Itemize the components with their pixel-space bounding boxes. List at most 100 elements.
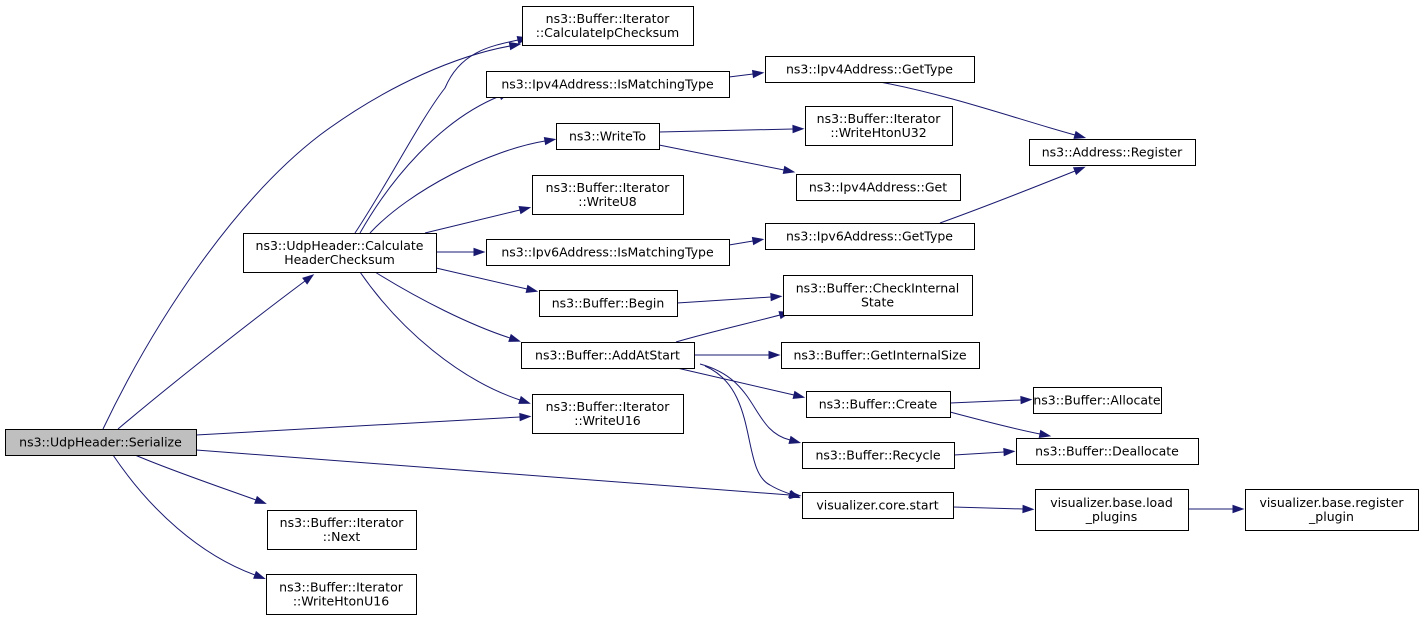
node-label: ns3::Buffer::Allocate: [1033, 393, 1161, 408]
node-box: [532, 175, 684, 215]
edge-create-to-allocate: [949, 395, 1033, 405]
node-write-u16[interactable]: ns3::Buffer::Iterator::WriteU16: [532, 394, 684, 434]
node-write-hton-u32[interactable]: ns3::Buffer::Iterator::WriteHtonU32: [805, 106, 953, 146]
edge-viz-start-to-load-plugins: [952, 504, 1035, 514]
node-label: ::WriteHtonU16: [293, 594, 389, 609]
node-label: ::WriteU8: [578, 194, 637, 209]
node-load-plugins[interactable]: visualizer.base.load_plugins: [1035, 489, 1189, 531]
edge-create-to-deallocate: [949, 411, 1052, 439]
node-box: [1033, 387, 1162, 414]
edge-serialize-to-write-hton-u16: [112, 454, 266, 579]
arrowhead: [770, 292, 783, 302]
node-box: [765, 223, 975, 250]
node-allocate[interactable]: ns3::Buffer::Allocate: [1033, 387, 1162, 414]
arrowhead: [1020, 395, 1033, 405]
node-label: ns3::UdpHeader::Calculate: [256, 238, 424, 253]
edge-calc-header-checksum-to-ipv4-is-matching: [359, 91, 511, 234]
node-write-hton-u16[interactable]: ns3::Buffer::Iterator::WriteHtonU16: [266, 574, 417, 615]
node-box: [802, 492, 954, 519]
edge-line: [354, 39, 519, 234]
edge-serialize-to-write-u16: [195, 412, 532, 436]
node-label: ::WriteHtonU32: [830, 125, 926, 140]
node-viz-start[interactable]: visualizer.core.start: [802, 492, 954, 519]
node-label: ns3::UdpHeader::Serialize: [19, 435, 182, 450]
edge-calc-header-checksum-to-write-u8: [424, 206, 532, 234]
node-label: _plugins: [1085, 509, 1137, 524]
edge-add-at-start-to-recycle: [699, 363, 802, 444]
node-ipv6-get-type[interactable]: ns3::Ipv6Address::GetType: [765, 223, 975, 250]
arrowhead: [751, 69, 765, 79]
node-label: HeaderChecksum: [284, 252, 395, 267]
node-label: ::Next: [323, 529, 361, 544]
edge-begin-to-check-internal-state: [676, 292, 783, 304]
arrowhead: [508, 333, 521, 342]
node-ipv4-is-matching[interactable]: ns3::Ipv4Address::IsMatchingType: [486, 71, 730, 98]
node-write-u8[interactable]: ns3::Buffer::Iterator::WriteU8: [532, 175, 684, 215]
node-add-at-start[interactable]: ns3::Buffer::AddAtStart: [521, 342, 695, 369]
node-get-internal-size[interactable]: ns3::Buffer::GetInternalSize: [781, 342, 980, 369]
edge-calc-header-checksum-to-begin: [435, 267, 539, 293]
node-label: State: [861, 295, 894, 310]
node-label: ns3::Buffer::AddAtStart: [535, 348, 680, 363]
node-register-plugin[interactable]: visualizer.base.register_plugin: [1245, 489, 1419, 531]
node-serialize[interactable]: ns3::UdpHeader::Serialize: [5, 429, 197, 456]
edge-ipv6-is-matching-to-ipv6-get-type: [728, 236, 765, 246]
arrowhead: [473, 247, 486, 257]
node-address-register[interactable]: ns3::Address::Register: [1029, 139, 1196, 166]
arrowhead: [751, 236, 765, 246]
edge-add-at-start-to-create: [676, 367, 806, 399]
edge-load-plugins-to-register-plugin: [1188, 504, 1245, 514]
node-next[interactable]: ns3::Buffer::Iterator::Next: [267, 510, 417, 550]
nodes-layer: ns3::UdpHeader::Serialize ns3::UdpHeader:…: [5, 6, 1419, 615]
node-box: [521, 342, 695, 369]
edge-calc-header-checksum-to-add-at-start: [374, 271, 521, 342]
node-label: ns3::Buffer::Iterator: [279, 580, 404, 595]
node-label: ns3::Buffer::Recycle: [815, 448, 940, 463]
node-box: [532, 394, 684, 434]
node-label: ns3::Ipv6Address::IsMatchingType: [501, 245, 714, 260]
node-label: ::CalculateIpChecksum: [536, 25, 680, 40]
node-ipv4-get-type[interactable]: ns3::Ipv4Address::GetType: [765, 56, 975, 83]
node-recycle[interactable]: ns3::Buffer::Recycle: [802, 442, 955, 469]
arrowhead: [518, 206, 532, 215]
node-box: [1029, 139, 1196, 166]
edge-line: [675, 314, 781, 343]
arrowhead: [302, 274, 315, 285]
node-begin[interactable]: ns3::Buffer::Begin: [539, 290, 678, 317]
node-label: ns3::Buffer::Iterator: [280, 515, 405, 530]
node-box: [1016, 438, 1199, 465]
node-box: [802, 442, 955, 469]
node-box: [806, 391, 951, 418]
node-ipv6-is-matching[interactable]: ns3::Ipv6Address::IsMatchingType: [486, 239, 730, 266]
node-box: [1035, 489, 1189, 531]
edge-calc-header-checksum-to-ipv6-is-matching: [436, 247, 486, 257]
node-label: ns3::Buffer::Create: [819, 397, 938, 412]
edge-ipv6-get-type-to-address-register: [939, 166, 1086, 224]
edge-line: [949, 411, 1041, 435]
edge-write-to-to-ipv4-get: [658, 144, 796, 175]
node-label: ns3::Ipv6Address::GetType: [786, 229, 953, 244]
edge-line: [952, 506, 1024, 510]
node-label: visualizer.base.register: [1259, 495, 1404, 510]
node-box: [539, 290, 678, 317]
node-write-to[interactable]: ns3::WriteTo: [556, 123, 660, 150]
edge-line: [658, 144, 785, 171]
node-box: [486, 71, 730, 98]
node-label: ns3::Buffer::Iterator: [546, 399, 671, 414]
edge-calc-header-checksum-to-write-to: [369, 136, 557, 234]
edge-line: [359, 271, 521, 401]
node-create[interactable]: ns3::Buffer::Create: [806, 391, 951, 418]
node-deallocate[interactable]: ns3::Buffer::Deallocate: [1016, 438, 1199, 465]
edge-ipv4-is-matching-to-ipv4-get-type: [728, 69, 765, 79]
node-ipv4-get[interactable]: ns3::Ipv4Address::Get: [796, 174, 961, 201]
node-box: [796, 174, 961, 201]
edge-line: [939, 170, 1076, 224]
node-calc-ip-checksum[interactable]: ns3::Buffer::Iterator::CalculateIpChecks…: [522, 6, 694, 46]
edge-line: [112, 454, 256, 576]
arrowhead: [1022, 504, 1035, 514]
edge-line: [676, 367, 795, 396]
edge-line: [102, 45, 511, 430]
arrowhead: [788, 489, 801, 499]
